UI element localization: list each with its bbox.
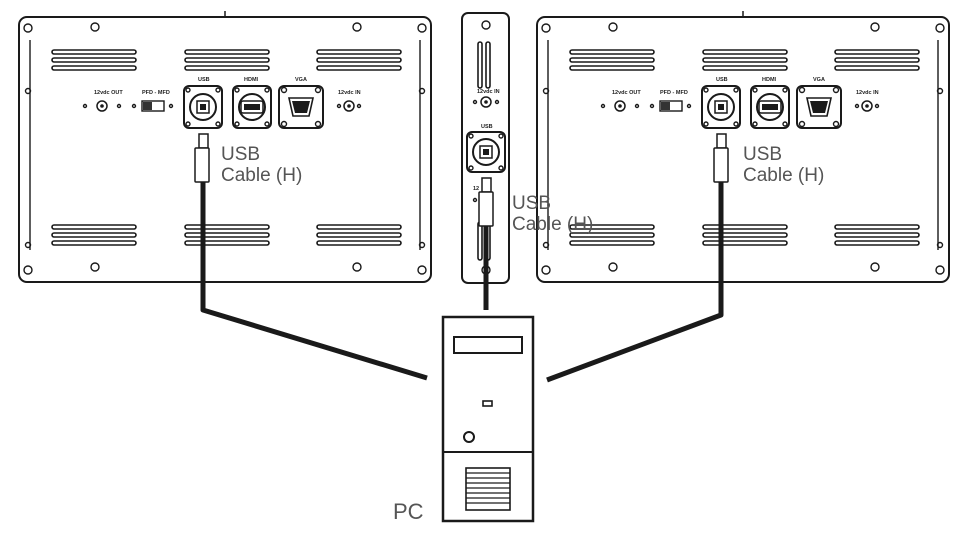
cable-label-left: USB Cable (H): [221, 144, 302, 186]
usb-plug-right-icon: [713, 133, 729, 183]
port-label-12vdc-in: 12vdc IN: [338, 90, 361, 96]
usb-port-icon: [183, 85, 223, 129]
pfd-mfd-switch-icon: [649, 100, 692, 112]
vent-grilles: [51, 49, 402, 246]
usb-cables: [200, 182, 724, 383]
dc-in-jack-center-icon: [472, 96, 500, 108]
usb-plug-left-icon: [194, 133, 210, 183]
svg-text:USB: USB: [512, 193, 551, 214]
dc-in-jack-icon: [854, 100, 880, 112]
port-label-vga: VGA: [295, 77, 307, 83]
drive-bay-icon: [453, 336, 523, 354]
cable-label-center: USB Cable (H): [512, 193, 593, 235]
pc-label: PC: [393, 499, 424, 524]
power-button-icon: [463, 431, 475, 443]
port-label-pfd-mfd: PFD - MFD: [142, 90, 170, 96]
hdmi-port-icon: [232, 85, 272, 129]
port-label-vga: VGA: [813, 77, 825, 83]
port-label-12vdc-in-center: 12vdc IN: [477, 89, 500, 95]
cable-label-right: USB Cable (H): [743, 144, 824, 186]
pc-tower: [441, 315, 535, 523]
svg-text:Cable (H): Cable (H): [221, 165, 302, 186]
port-label-12vdc-in: 12vdc IN: [856, 90, 879, 96]
pc-vent-grille-icon: [465, 467, 511, 511]
vga-port-icon: [796, 85, 842, 129]
svg-text:Cable (H): Cable (H): [743, 165, 824, 186]
cable-right: [546, 182, 724, 383]
vent-grilles: [569, 49, 920, 246]
port-label-hdmi: HDMI: [244, 77, 259, 83]
right-display-panel: 12vdc OUT PFD - MFD USB HDMI VGA 12vdc I…: [536, 11, 950, 283]
led-indicator-icon: [482, 400, 493, 407]
dc-out-jack-icon: [82, 100, 122, 112]
left-display-panel: 12vdc OUT PFD - MFD USB HDMI VGA 12vdc I…: [18, 11, 432, 283]
hdmi-port-icon: [750, 85, 790, 129]
port-label-usb-center: USB: [481, 124, 493, 130]
center-display-panel: 12vdc IN USB 12: [461, 12, 510, 284]
svg-text:USB: USB: [743, 144, 782, 165]
port-label-12vdc-out: 12vdc OUT: [612, 90, 641, 96]
cable-left: [200, 182, 428, 381]
usb-port-icon: [701, 85, 741, 129]
port-label-pfd-mfd: PFD - MFD: [660, 90, 688, 96]
vga-port-icon: [278, 85, 324, 129]
pfd-mfd-switch-icon: [131, 100, 174, 112]
usb-port-center-icon: [466, 131, 506, 173]
dc-in-jack-icon: [336, 100, 362, 112]
svg-text:Cable (H): Cable (H): [512, 214, 593, 235]
port-label-12-partial: 12: [473, 186, 479, 192]
dc-out-jack-icon: [600, 100, 640, 112]
port-label-usb: USB: [716, 77, 728, 83]
port-label-hdmi: HDMI: [762, 77, 777, 83]
port-label-usb: USB: [198, 77, 210, 83]
port-label-12vdc-out: 12vdc OUT: [94, 90, 123, 96]
svg-text:USB: USB: [221, 144, 260, 165]
